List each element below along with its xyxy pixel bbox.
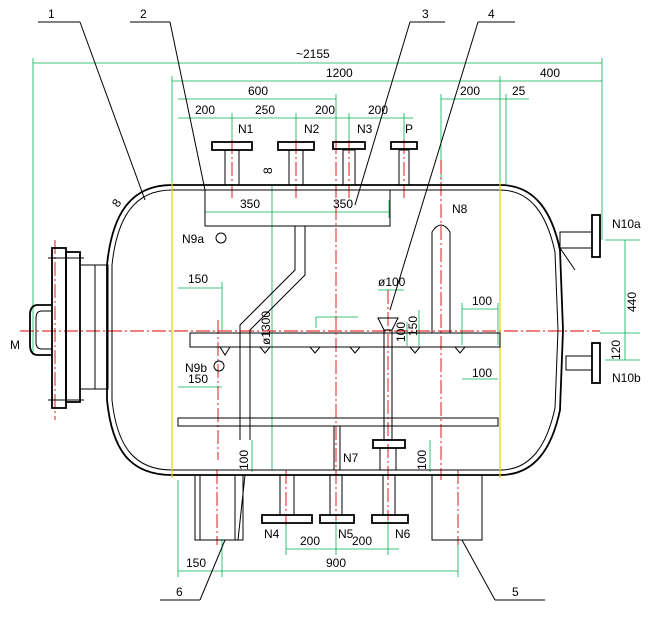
dim-600: 600 <box>248 84 268 98</box>
dim-350-left: 350 <box>240 197 260 211</box>
part-number-6: 6 <box>176 585 183 599</box>
part-number-3: 3 <box>422 7 429 21</box>
dim-100-bottom-right: 100 <box>415 450 429 470</box>
dim-400: 400 <box>540 66 560 80</box>
manway-m <box>29 247 109 409</box>
dim-120: 120 <box>609 340 623 360</box>
dim-8: 8 <box>261 167 275 174</box>
dim-200-p: 200 <box>368 103 388 117</box>
nozzle-label-n10b: N10b <box>612 371 641 385</box>
part-number-4: 4 <box>488 7 495 21</box>
top-nozzles <box>211 141 601 384</box>
nozzle-label-n4: N4 <box>264 527 280 541</box>
dim-1200: 1200 <box>326 66 353 80</box>
part-number-5: 5 <box>512 585 519 599</box>
nozzle-label-n9a: N9a <box>182 232 204 246</box>
nozzle-label-n2: N2 <box>304 122 320 136</box>
dim-440: 440 <box>625 292 639 312</box>
dim-phi100: ø100 <box>378 275 406 289</box>
dim-100-bottom-left: 100 <box>237 450 251 470</box>
dim-200-n4n5: 200 <box>300 534 320 548</box>
part-leaders <box>38 21 545 601</box>
dim-200-n3: 200 <box>315 103 335 117</box>
dimension-lines <box>32 58 640 577</box>
dim-total: ~2155 <box>296 47 330 61</box>
nozzle-label-n8: N8 <box>452 202 468 216</box>
dim-150-lower: 150 <box>188 372 208 386</box>
dim-100-right-lower: 100 <box>472 366 492 380</box>
dim-phi1300: ø1300 <box>259 311 273 345</box>
nozzle-label-n9b: N9b <box>185 361 207 375</box>
dim-200-right: 200 <box>460 84 480 98</box>
dim-25: 25 <box>512 84 526 98</box>
nozzle-label-n5: N5 <box>338 527 354 541</box>
dim-150-bottom: 150 <box>186 556 206 570</box>
nozzle-label-n3: N3 <box>357 122 373 136</box>
nozzle-label-n10a: N10a <box>612 217 641 231</box>
dim-8-head: 8 <box>109 196 124 210</box>
nozzle-label-n6: N6 <box>395 527 411 541</box>
dim-150-vertical: 150 <box>406 316 420 336</box>
part-number-1: 1 <box>48 7 55 21</box>
dim-200-n5n6: 200 <box>352 534 372 548</box>
dim-900: 900 <box>326 556 346 570</box>
dim-250: 250 <box>255 103 275 117</box>
dim-350-right: 350 <box>333 197 353 211</box>
dim-150-upper: 150 <box>188 272 208 286</box>
internals <box>177 189 501 471</box>
dim-100-right-upper: 100 <box>472 294 492 308</box>
part-number-2: 2 <box>140 7 147 21</box>
nozzle-label-n7: N7 <box>343 451 359 465</box>
nozzle-label-m: M <box>10 338 20 352</box>
bottom-nozzles <box>190 474 483 541</box>
dim-100-vertical: 100 <box>394 322 408 342</box>
nozzle-label-n1: N1 <box>238 122 254 136</box>
nozzle-label-p: P <box>405 122 413 136</box>
dim-200-n1: 200 <box>195 103 215 117</box>
